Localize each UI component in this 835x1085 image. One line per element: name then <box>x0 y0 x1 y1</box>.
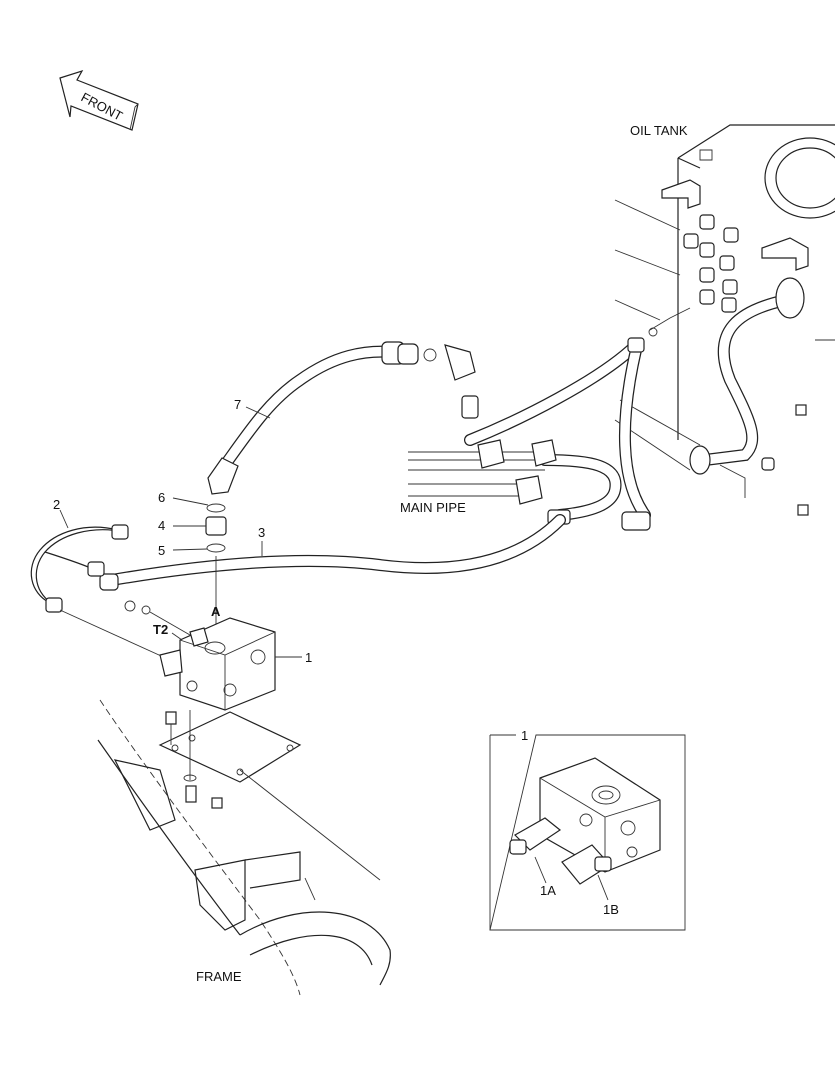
callout-5: 5 <box>158 543 165 558</box>
callout-7: 7 <box>234 397 241 412</box>
main-pipe-label: MAIN PIPE <box>400 500 466 515</box>
callout-6: 6 <box>158 490 165 505</box>
main-pipe: MAIN PIPE <box>400 344 622 525</box>
callout-1: 1 <box>305 650 312 665</box>
hose-7 <box>207 341 419 495</box>
detail-title: 1 <box>521 728 528 743</box>
callout-4: 4 <box>158 518 165 533</box>
return-hose <box>464 307 691 531</box>
detail-view-box: 1 1A 1B <box>489 728 686 931</box>
wire-harness-2 <box>30 524 171 661</box>
hose-3 <box>99 514 566 591</box>
view-a-label: A <box>211 604 221 619</box>
tank-ports <box>683 214 739 313</box>
port-t2-label: T2 <box>153 622 168 637</box>
callouts: 7 6 4 5 2 3 1 A T2 <box>53 397 312 665</box>
frame: FRAME <box>97 699 391 996</box>
callout-3: 3 <box>258 525 265 540</box>
callout-2: 2 <box>53 497 60 512</box>
frame-label: FRAME <box>196 969 242 984</box>
valve-block-1 <box>159 617 276 711</box>
mounting-bracket <box>158 710 302 809</box>
front-direction-arrow: FRONT <box>59 69 139 131</box>
detail-label-1a: 1A <box>540 883 556 898</box>
detail-label-1b: 1B <box>603 902 619 917</box>
oil-tank-label: OIL TANK <box>630 123 688 138</box>
oil-tank: OIL TANK <box>614 123 835 516</box>
